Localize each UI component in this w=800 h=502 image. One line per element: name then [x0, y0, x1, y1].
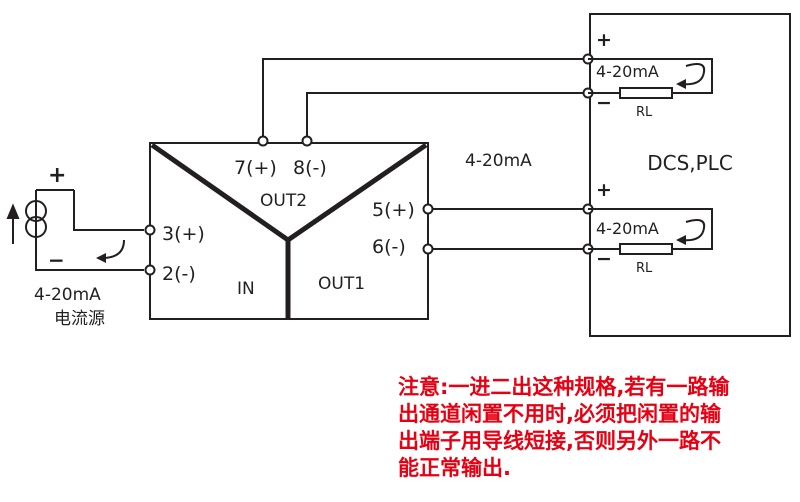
terminal-5-label: 5(+) — [372, 199, 415, 221]
plc-lower-resistor-label: RL — [636, 261, 653, 276]
plc-upper-resistor — [619, 87, 673, 99]
source-arrowhead — [96, 253, 106, 263]
middle-signal-label: 4-20mA — [465, 151, 532, 171]
plc-lower-current-arrow-icon — [681, 219, 706, 242]
note-line-2: 出通道闲置不用时,必须把闲置的输 — [398, 402, 721, 426]
terminal-7 — [257, 135, 269, 147]
plc-box — [589, 13, 791, 337]
plc-lower-minus: − — [596, 248, 612, 270]
source-minus-sign: − — [48, 248, 65, 272]
plc-upper-return — [588, 58, 713, 94]
terminal-8-label: 8(-) — [293, 157, 327, 179]
out1-label: OUT1 — [318, 274, 365, 294]
plc-upper-minus: − — [596, 92, 612, 114]
terminal-2 — [144, 264, 156, 276]
plc-upper-current: 4-20mA — [596, 62, 659, 81]
terminal-7-label: 7(+) — [234, 157, 277, 179]
plc-title: DCS,PLC — [647, 151, 733, 175]
terminal-8 — [301, 135, 313, 147]
source-current-label: 4-20mA — [34, 285, 101, 305]
note-line-1: 注意:一进二出这种规格,若有一路输 — [398, 375, 730, 399]
plc-lower-resistor — [619, 243, 673, 255]
note-line-4: 能正常输出. — [398, 456, 511, 480]
source-name: 电流源 — [54, 309, 105, 329]
warning-note: 注意:一进二出这种规格,若有一路输 出通道闲置不用时,必须把闲置的输 出端子用导… — [398, 374, 796, 482]
terminal-6-label: 6(-) — [372, 236, 406, 258]
plc-upper-plus: + — [596, 29, 612, 51]
terminal-5 — [422, 203, 434, 215]
source-plus-sign: + — [48, 163, 66, 188]
plc-lower-plus: + — [596, 179, 612, 201]
plc-upper-arrowhead — [676, 79, 686, 89]
terminal-3 — [144, 224, 156, 236]
in-label: IN — [237, 279, 255, 299]
plc-lower-current: 4-20mA — [596, 219, 659, 238]
terminal-3-label: 3(+) — [162, 223, 205, 245]
plc-lower-return — [588, 208, 713, 250]
out2-label: OUT2 — [260, 191, 307, 211]
plc-upper-resistor-label: RL — [636, 105, 653, 120]
plc-lower-arrowhead — [676, 235, 686, 245]
plc-upper-current-arrow-icon — [681, 63, 706, 86]
current-source-icon — [6, 190, 47, 270]
y-divider — [150, 142, 428, 318]
terminal-2-label: 2(-) — [162, 263, 196, 285]
terminal-6 — [422, 243, 434, 255]
note-line-3: 出端子用导线短接,否则另外一路不 — [398, 429, 721, 453]
